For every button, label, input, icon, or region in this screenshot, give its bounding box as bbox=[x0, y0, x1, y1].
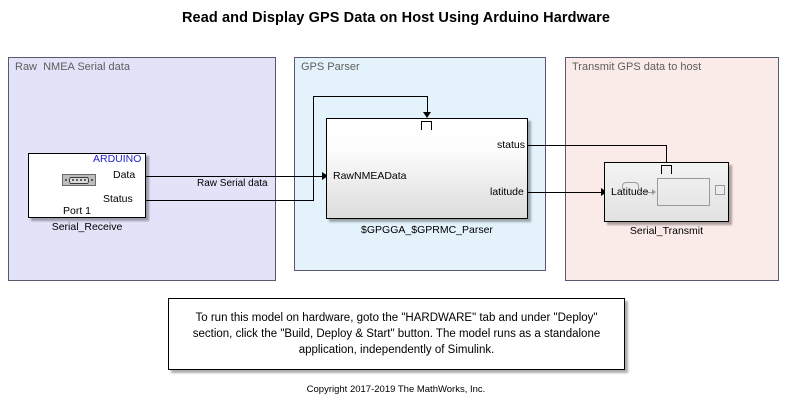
parser-function-call-trigger-icon bbox=[421, 121, 432, 130]
area-raw-nmea-label: Raw NMEA Serial data bbox=[15, 61, 130, 73]
serial-receive-output-status-label: Status bbox=[103, 193, 133, 205]
wire-status-trigger-arrowhead-icon bbox=[423, 112, 431, 118]
area-gps-parser-label: GPS Parser bbox=[301, 61, 360, 73]
block-gpgga-gprmc-parser[interactable] bbox=[326, 118, 528, 219]
serial-transmit-input-latitude-label: Latitude bbox=[611, 186, 649, 198]
serial-transmit-function-call-trigger-icon bbox=[661, 165, 672, 174]
db9-shell-icon bbox=[69, 177, 89, 184]
page-title: Read and Display GPS Data on Host Using … bbox=[181, 10, 611, 26]
parser-input-rawnmeadata-label: RawNMEAData bbox=[333, 170, 407, 182]
instructions-note[interactable]: To run this model on hardware, goto the … bbox=[168, 298, 625, 370]
serial-receive-output-data-label: Data bbox=[113, 169, 136, 181]
wire-data-to-parser bbox=[146, 176, 323, 177]
wire-parser-latitude bbox=[528, 192, 602, 193]
signal-label-raw-serial-data: Raw Serial data bbox=[197, 178, 268, 189]
db9-pin-3-icon bbox=[80, 179, 82, 181]
area-transmit-label: Transmit GPS data to host bbox=[572, 61, 702, 73]
db9-pin-4-icon bbox=[84, 179, 86, 181]
serial-transmit-flow-arrow-icon bbox=[652, 189, 656, 195]
wire-status-segment-down bbox=[427, 96, 428, 113]
serial-transmit-buffer-icon bbox=[622, 182, 639, 189]
parser-output-latitude-label: latitude bbox=[490, 186, 524, 198]
parser-caption: $GPGGA_$GPRMC_Parser bbox=[361, 224, 493, 236]
wire-status-segment-up bbox=[313, 96, 314, 201]
instructions-note-text: To run this model on hardware, goto the … bbox=[192, 311, 601, 357]
serial-transmit-caption: Serial_Transmit bbox=[629, 225, 704, 237]
serial-receive-port-label: Port 1 bbox=[63, 205, 92, 217]
block-serial-transmit[interactable] bbox=[604, 162, 729, 222]
serial-transmit-frame-icon bbox=[657, 178, 710, 206]
db9-screw-right-icon bbox=[91, 179, 93, 181]
wire-parser-status-right bbox=[528, 145, 667, 146]
db9-pin-1-icon bbox=[72, 179, 74, 181]
copyright-label: Copyright 2017-2019 The MathWorks, Inc. bbox=[306, 384, 486, 395]
db9-screw-left-icon bbox=[65, 179, 67, 181]
serial-receive-caption: Serial_Receive bbox=[51, 221, 123, 233]
db9-serial-connector-icon bbox=[62, 174, 96, 186]
db9-pin-2-icon bbox=[76, 179, 78, 181]
serial-receive-vendor-label: ARDUINO bbox=[93, 153, 142, 165]
wire-status-segment-right bbox=[146, 200, 314, 201]
serial-transmit-indicator-icon bbox=[715, 185, 725, 195]
wire-data-arrowhead-icon bbox=[322, 172, 328, 180]
wire-status-segment-across bbox=[313, 96, 428, 97]
parser-output-status-label: status bbox=[497, 139, 526, 151]
serial-transmit-connector-line-icon bbox=[639, 192, 653, 193]
wire-parser-status-down bbox=[666, 145, 667, 163]
